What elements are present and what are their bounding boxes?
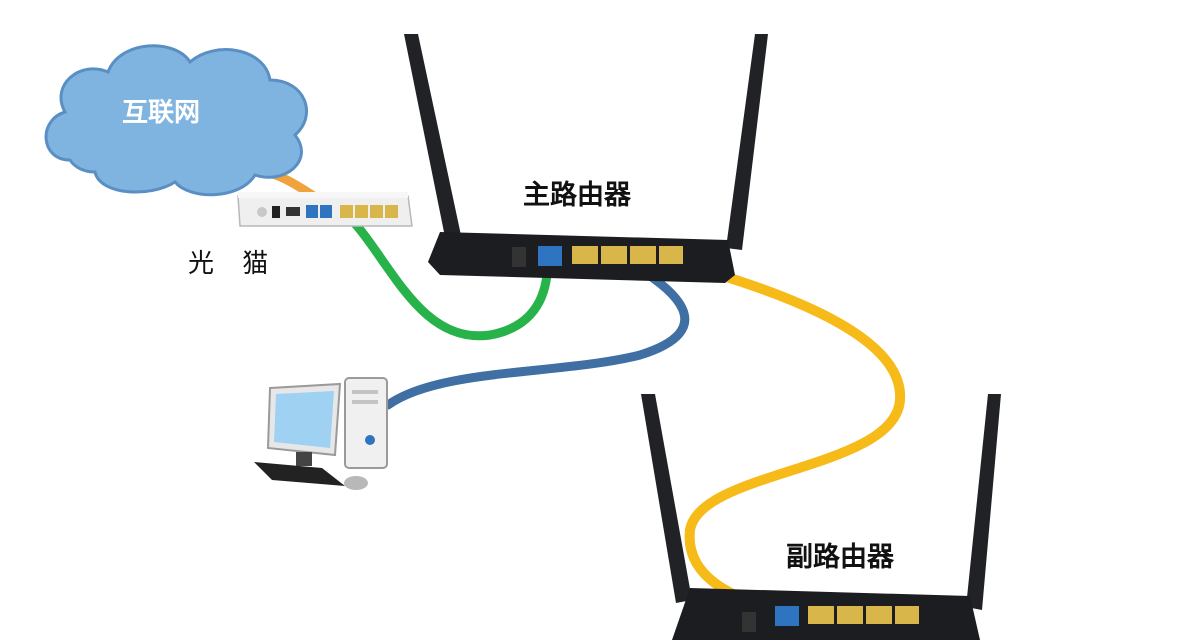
sub-router-label: 副路由器 <box>786 542 894 573</box>
computer-icon <box>254 377 388 490</box>
router-icon <box>404 34 768 283</box>
internet-label: 互联网 <box>122 98 201 128</box>
cable-main-router-sub-router <box>657 253 906 615</box>
cable-main-router-computer <box>383 253 690 410</box>
main-router-label: 主路由器 <box>523 180 631 211</box>
cable-modem-main-router <box>345 213 553 341</box>
router-icon <box>641 394 1001 640</box>
modem-label: 光 猫 <box>188 249 279 279</box>
modem-icon <box>237 192 413 227</box>
cloud-icon <box>44 44 308 197</box>
